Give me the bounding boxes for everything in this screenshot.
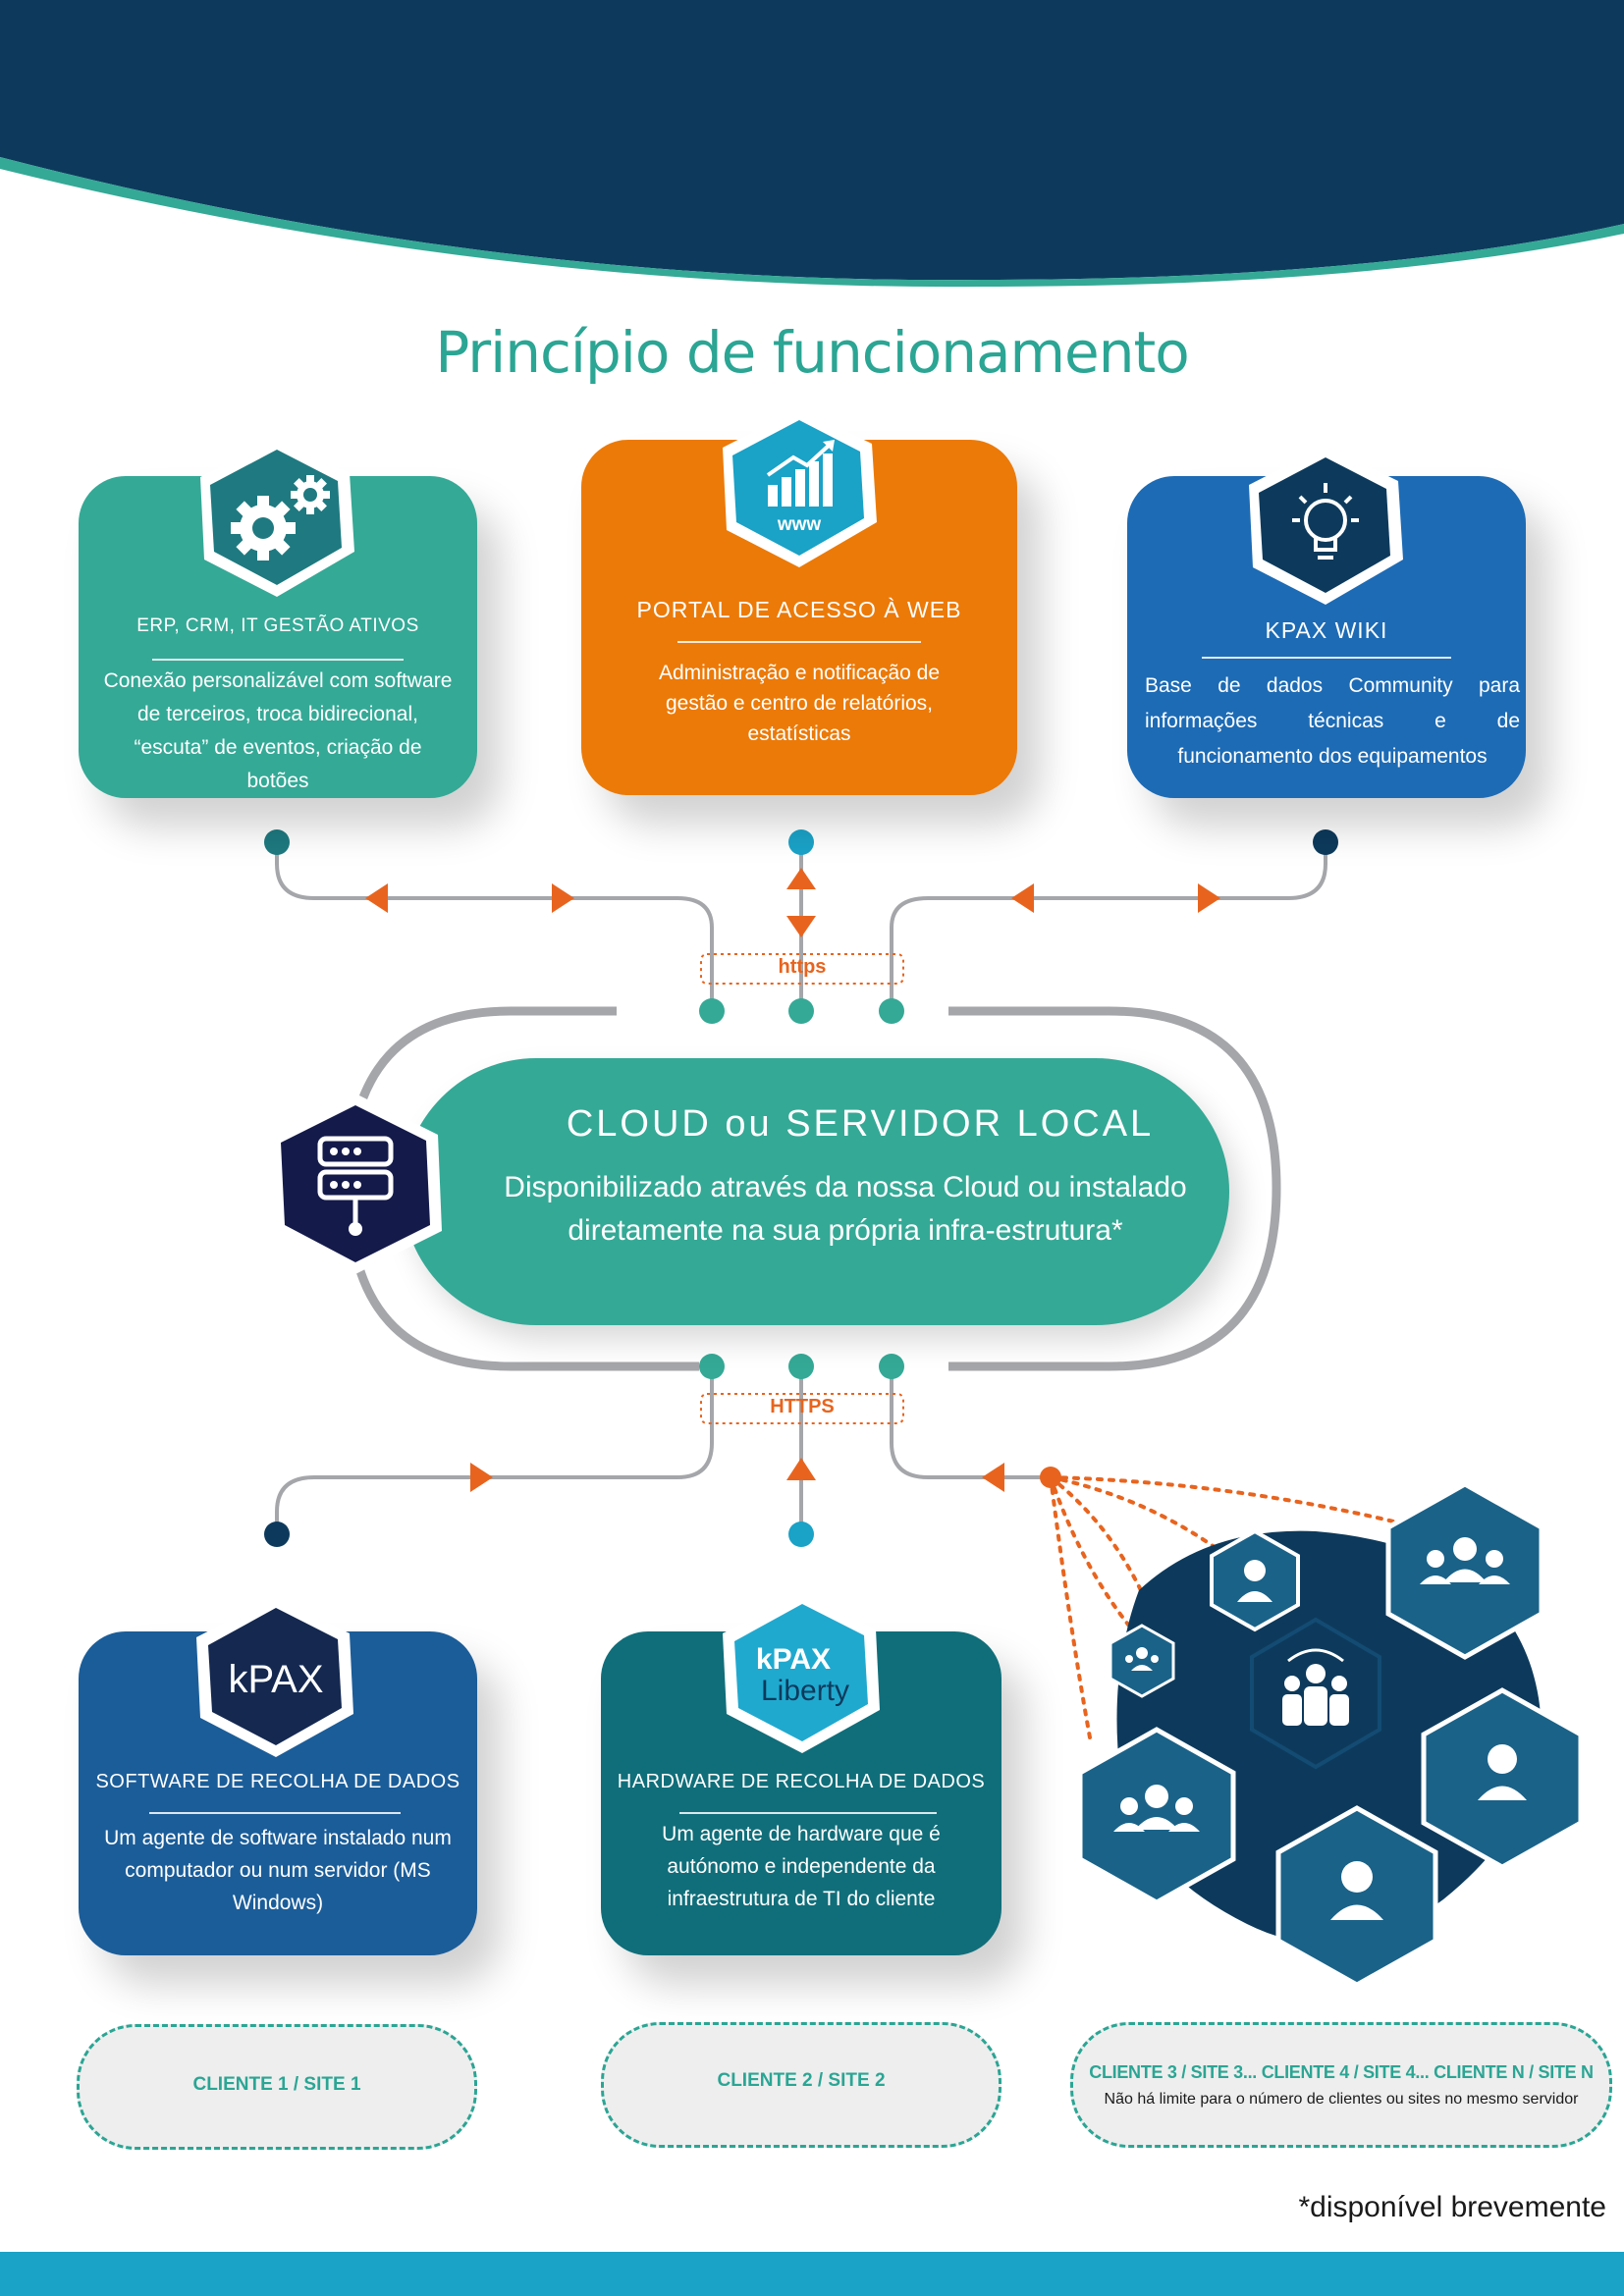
client-title: CLIENTE 1 / SITE 1 [192, 2074, 361, 2095]
footer-bar [0, 2252, 1624, 2296]
kpax-logo-icon: kPAX [196, 1596, 353, 1757]
footnote: *disponível brevemente [1298, 2191, 1606, 2223]
kpax-logo-text: kPAX [228, 1658, 323, 1701]
divider [152, 659, 404, 661]
kpax-liberty-logo-icon: kPAX Liberty [723, 1592, 880, 1753]
client-cluster [1077, 1481, 1584, 1988]
arrow-down-1 [786, 916, 816, 937]
https-label-top: https [778, 956, 827, 978]
card-description: Conexão personalizável com software de t… [79, 665, 477, 798]
arrow-up-1 [786, 868, 816, 889]
card-heading: PORTAL DE ACESSO À WEB [636, 597, 962, 622]
header-wave [0, 0, 1624, 281]
card-description: Base de dados Community para informações… [1127, 668, 1526, 774]
bottom-connectors [275, 1366, 1051, 1534]
arrow-left-2 [1011, 883, 1034, 913]
desc-line: computador ou num servidor (MS [125, 1859, 431, 1882]
client-box-2: CLIENTE 2 / SITE 2 [601, 2022, 1001, 2148]
card-heading: KPAX WIKI [1265, 617, 1388, 643]
arrow-right-3 [470, 1463, 493, 1492]
card-heading: ERP, CRM, IT GESTÃO ATIVOS [136, 615, 419, 636]
liberty-logo-text: Liberty [761, 1675, 849, 1707]
www-chart-icon: www [723, 408, 877, 567]
arrow-heads [365, 868, 1220, 1492]
arrow-left-3 [982, 1463, 1004, 1492]
arrow-left-1 [365, 883, 388, 913]
hex-people-center-icon [1250, 1617, 1381, 1770]
cloud-title: CLOUD ou SERVIDOR LOCAL [566, 1103, 1155, 1145]
desc-line: infraestrutura de TI do cliente [667, 1888, 936, 1910]
https-box-bottom [700, 1393, 904, 1424]
cloud-line: Disponibilizado através da nossa Cloud o… [504, 1171, 1187, 1203]
desc-line: botões [246, 770, 309, 792]
card-description: Um agente de hardware que é autónomo e i… [601, 1818, 1001, 1915]
desc-line: estatísticas [747, 722, 851, 745]
hex-person-icon [1210, 1528, 1300, 1632]
card-description: Um agente de software instalado num comp… [79, 1822, 477, 1919]
kpax-logo-text: kPAX [756, 1643, 831, 1676]
desc-line: Um agente de hardware que é [662, 1823, 941, 1845]
desc-line: Windows) [232, 1892, 324, 1914]
cloud-description: Disponibilizado através da nossa Cloud o… [461, 1166, 1229, 1253]
www-label: www [777, 514, 822, 535]
card-heading: HARDWARE DE RECOLHA DE DADOS [617, 1771, 986, 1792]
hex-group-small-icon [1109, 1624, 1175, 1698]
desc-line: Um agente de software instalado num [104, 1827, 452, 1849]
card-kpax-wiki: KPAX WIKI Base de dados Community para i… [1127, 476, 1526, 798]
server-icon [269, 1094, 442, 1274]
https-label-bottom: HTTPS [770, 1396, 835, 1417]
divider [679, 1812, 937, 1814]
https-box-top [700, 953, 904, 985]
desc-line: gestão e centro de relatórios, [666, 692, 933, 715]
desc-line: de terceiros, troca bidirecional, [137, 703, 418, 725]
divider [149, 1812, 401, 1814]
hex-group-large-icon [1385, 1481, 1544, 1660]
card-heading: SOFTWARE DE RECOLHA DE DADOS [95, 1771, 460, 1792]
hex-person-right-icon [1421, 1687, 1584, 1870]
cloud-server-pill: CLOUD ou SERVIDOR LOCAL Disponibilizado … [403, 1058, 1229, 1325]
desc-line: informações técnicas e de [1145, 710, 1520, 732]
arrow-right-1 [552, 883, 574, 913]
divider [677, 641, 921, 643]
arrow-up-2 [786, 1458, 816, 1480]
client-title: CLIENTE 3 / SITE 3... CLIENTE 4 / SITE 4… [1089, 2062, 1594, 2082]
hex-person-bottom-icon [1275, 1805, 1438, 1988]
connector-dots [264, 829, 1338, 1547]
desc-line: funcionamento dos equipamentos [1177, 745, 1488, 768]
client-subtitle: Não há limite para o número de clientes … [1104, 2091, 1579, 2108]
desc-line: Base de dados Community para [1145, 674, 1520, 697]
hex-group-left-icon [1077, 1727, 1236, 1905]
cloud-line: diretamente na sua própria infra-estrutu… [568, 1214, 1123, 1247]
client-box-1: CLIENTE 1 / SITE 1 [77, 2024, 477, 2150]
card-description: Administração e notificação de gestão e … [581, 658, 1017, 749]
desc-line: Administração e notificação de [659, 662, 940, 684]
desc-line: Conexão personalizável com software [103, 669, 453, 692]
desc-line: autónomo e independente da [667, 1855, 936, 1878]
gears-icon [200, 438, 354, 597]
client-title: CLIENTE 2 / SITE 2 [717, 2070, 886, 2091]
divider [1202, 657, 1451, 659]
page-title: Princípio de funcionamento [435, 319, 1189, 386]
client-box-n: CLIENTE 3 / SITE 3... CLIENTE 4 / SITE 4… [1070, 2022, 1612, 2148]
arrow-right-2 [1198, 883, 1220, 913]
desc-line: “escuta” de eventos, criação de [134, 736, 422, 759]
lightbulb-icon [1249, 446, 1403, 605]
